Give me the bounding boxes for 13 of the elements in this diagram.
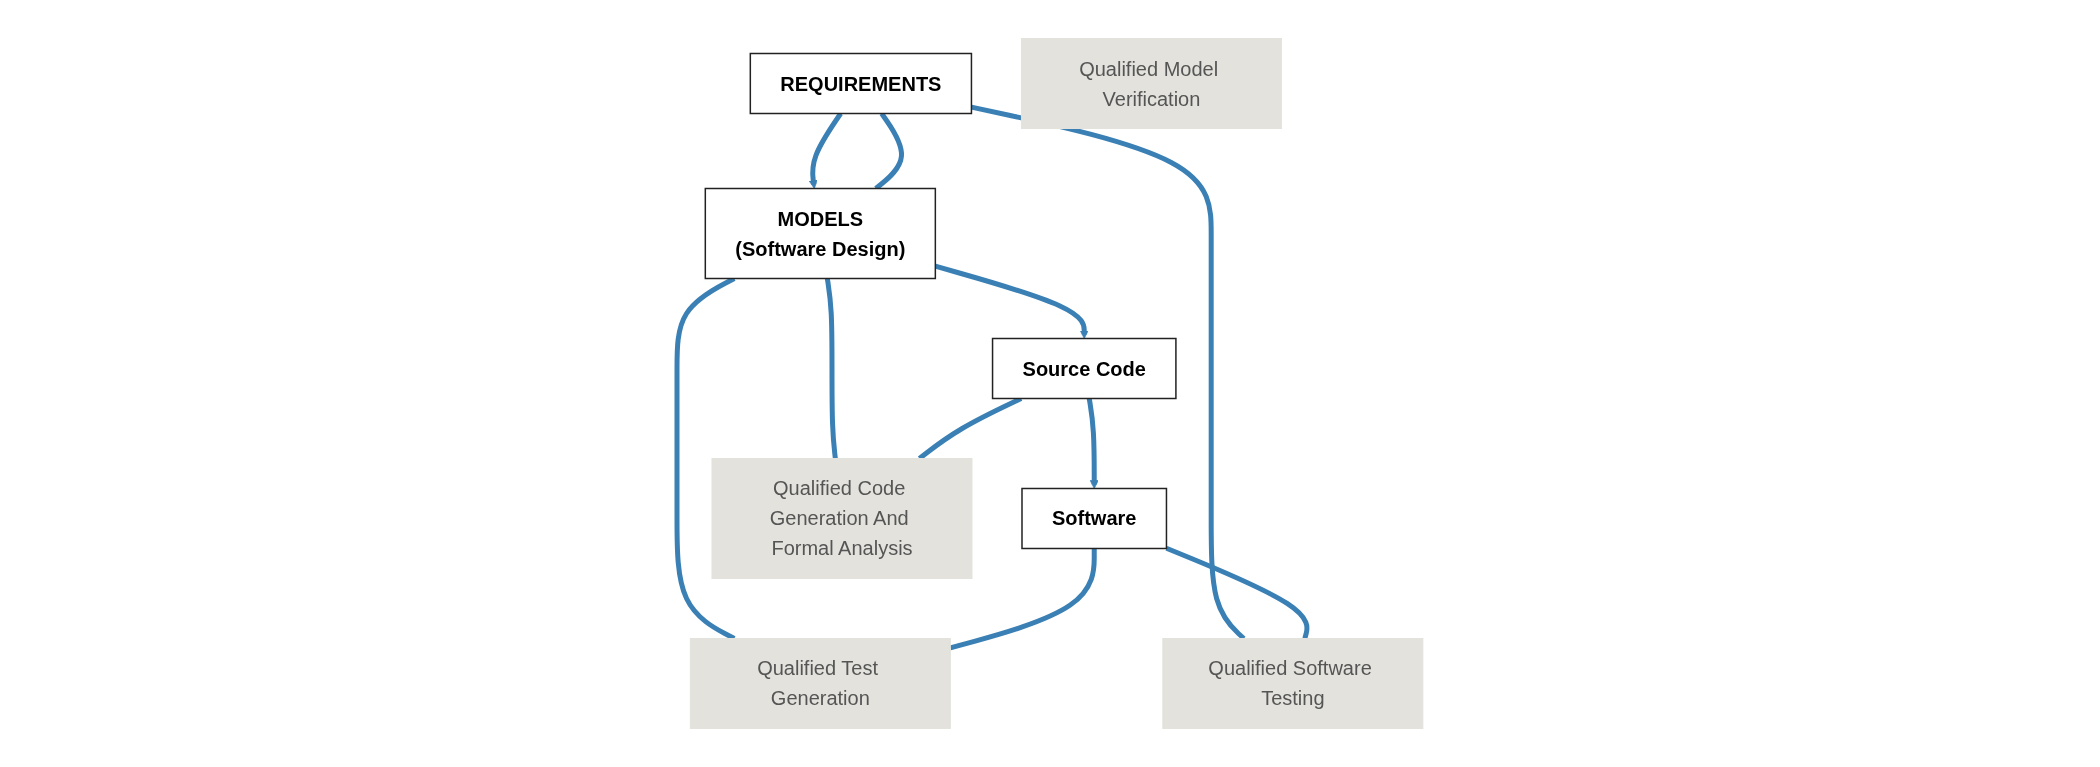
connector: [1165, 545, 1310, 640]
node-box: Qualified Model Verification: [1021, 38, 1282, 129]
node-box: Qualified Test Generation: [689, 638, 951, 729]
node-box: Software: [1021, 487, 1168, 550]
connector: [824, 278, 838, 459]
connector: [949, 548, 1097, 651]
arrow: [809, 112, 843, 189]
node-box: REQUIREMENTS: [749, 52, 973, 115]
node-box: Qualified Code Generation And Formal Analysis: [711, 458, 973, 579]
node-box: Qualified Software Testing: [1162, 638, 1424, 729]
node-box: Source Code: [991, 337, 1177, 400]
arrow: [1086, 398, 1099, 489]
node-box: MODELS (Software Design): [704, 187, 937, 280]
